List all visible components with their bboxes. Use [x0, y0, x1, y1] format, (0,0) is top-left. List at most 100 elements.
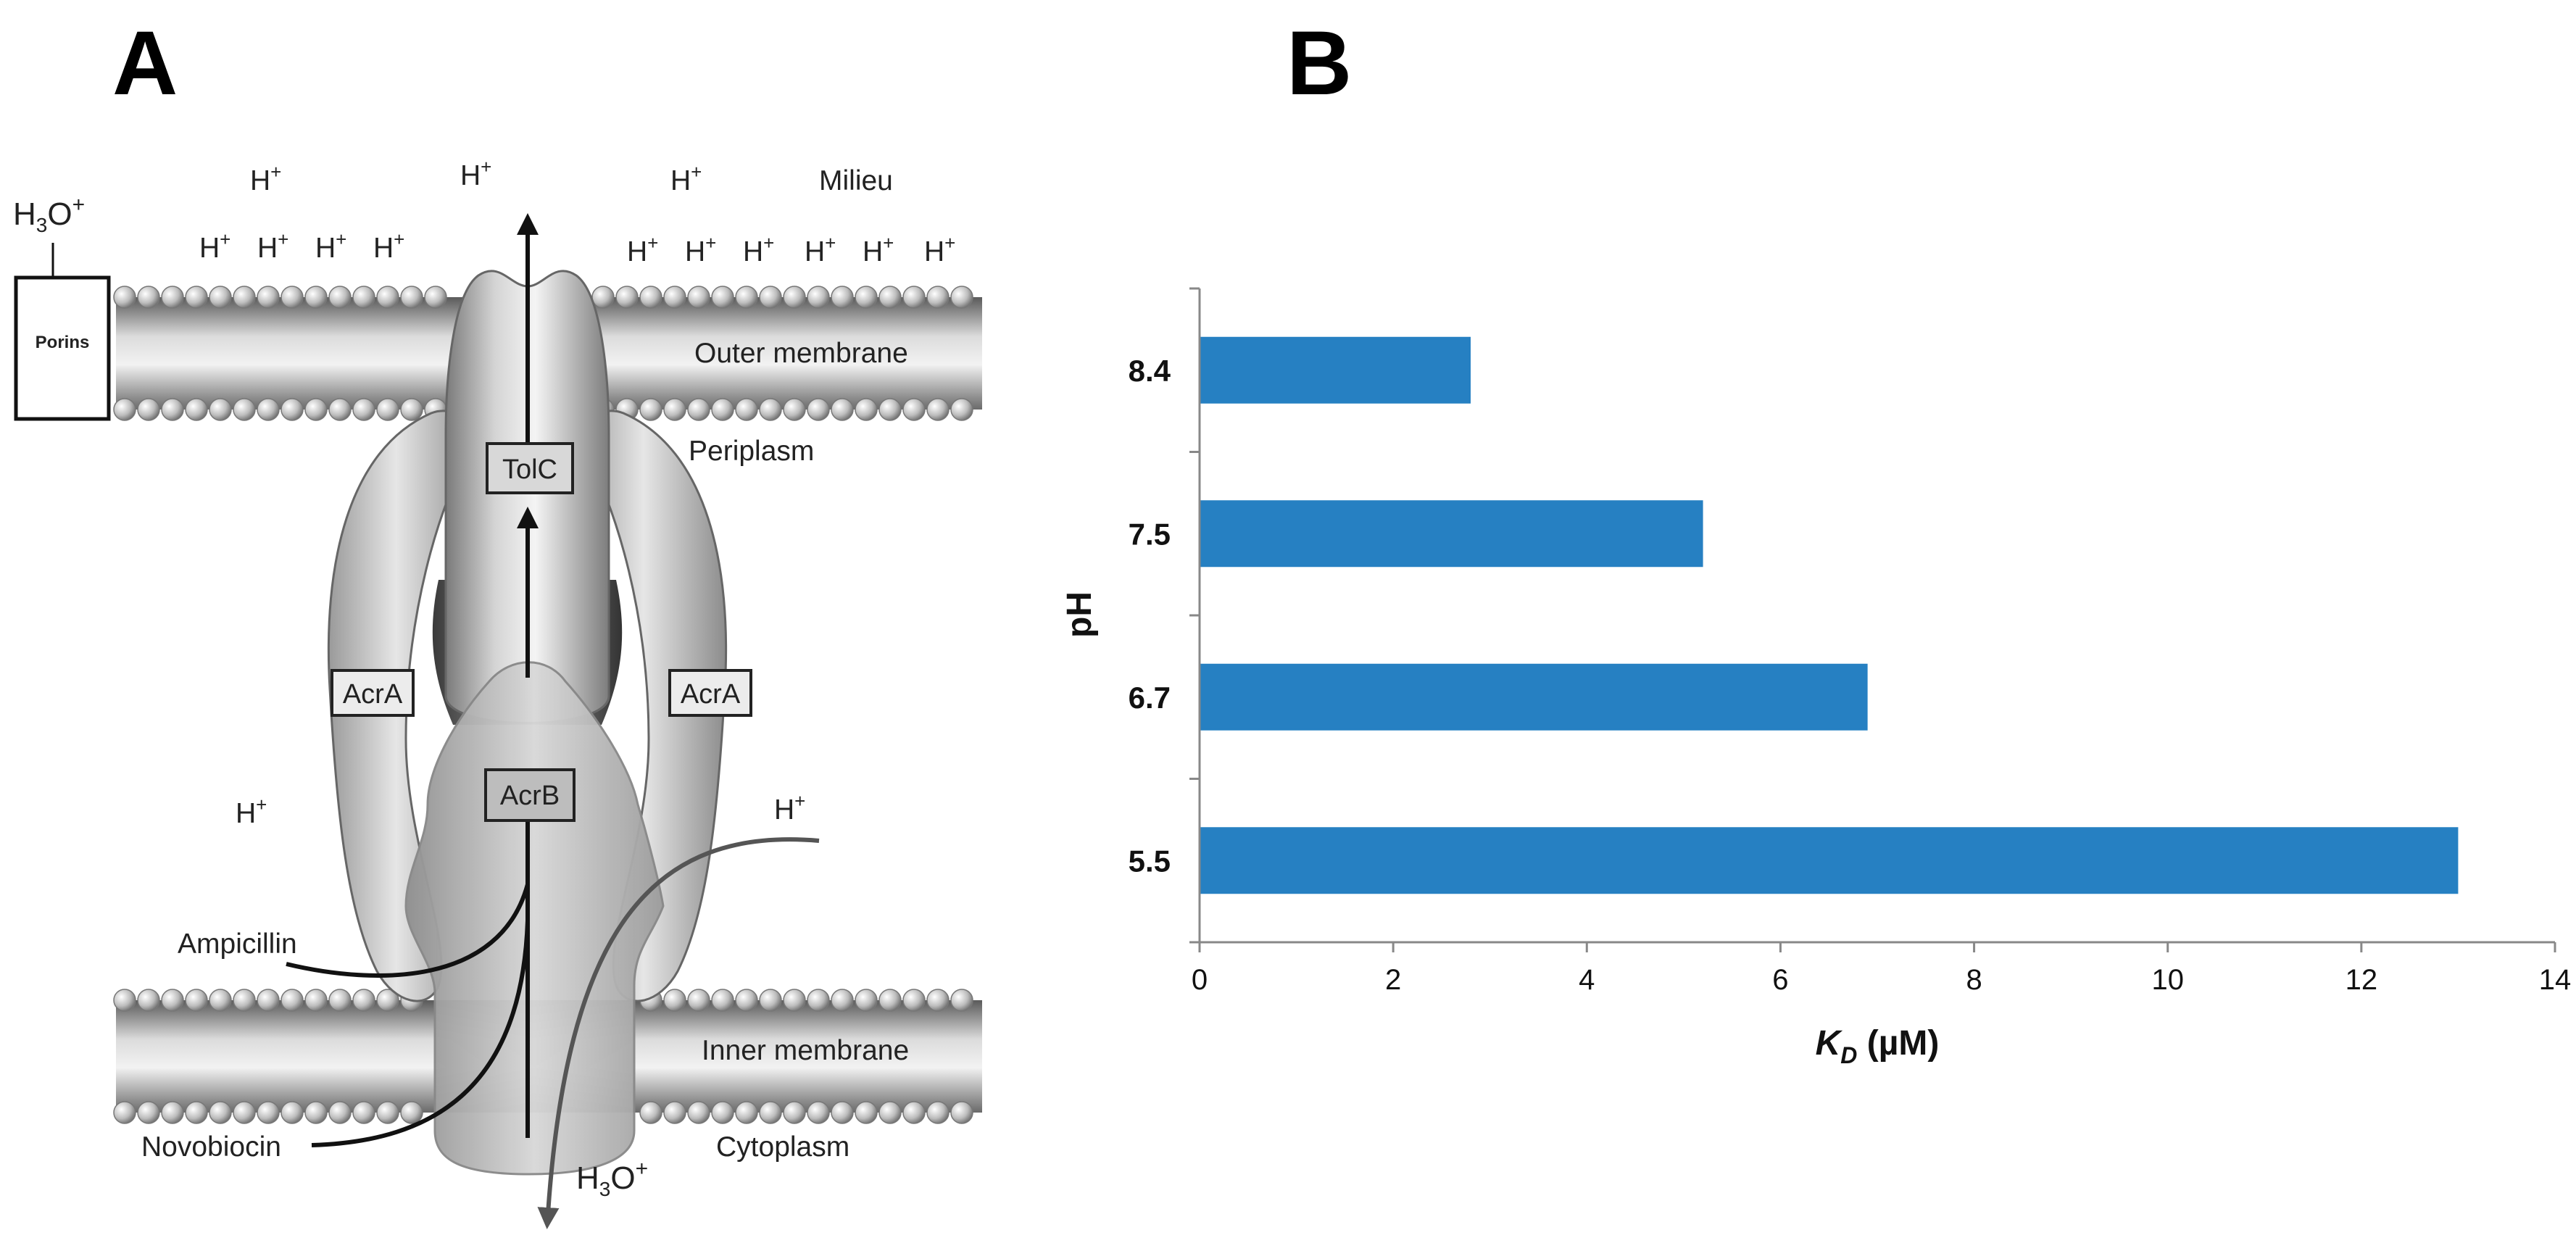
- proton-label: H+: [924, 232, 955, 267]
- porins-label: Porins: [36, 333, 90, 352]
- milieu-label: Milieu: [819, 165, 893, 196]
- lipid-head: [113, 1101, 136, 1124]
- bar-ph-8.4: [1200, 336, 1471, 404]
- lipid-head: [711, 398, 734, 421]
- lipid-head: [233, 286, 256, 309]
- lipid-head: [233, 1101, 256, 1124]
- lipid-head: [639, 398, 662, 421]
- lipid-head: [209, 398, 232, 421]
- lipid-head: [137, 286, 160, 309]
- lipid-head: [281, 1101, 304, 1124]
- lipid-head: [878, 1101, 902, 1124]
- lipid-head: [639, 286, 662, 309]
- lipid-head: [926, 286, 950, 309]
- lipid-head: [209, 989, 232, 1012]
- proton-label: H+: [863, 232, 894, 267]
- proton-label: H+: [315, 228, 346, 264]
- lipid-head: [855, 989, 878, 1012]
- panel-b-label: B: [1287, 13, 1352, 114]
- lipid-head: [902, 398, 926, 421]
- lipid-head: [257, 286, 280, 309]
- lipid-head: [902, 286, 926, 309]
- acra-left-label: AcrA: [343, 679, 403, 710]
- lipid-head: [257, 989, 280, 1012]
- lipid-head: [711, 1101, 734, 1124]
- lipid-head: [663, 398, 686, 421]
- lipid-head: [902, 1101, 926, 1124]
- lipid-head: [687, 286, 710, 309]
- x-tick-label: 2: [1385, 964, 1401, 996]
- lipid-head: [376, 398, 399, 421]
- panel-a-label: A: [112, 13, 178, 114]
- acrb-label: AcrB: [500, 781, 560, 811]
- bar-ph-6.7: [1200, 663, 1868, 731]
- acra-left-box: [331, 669, 415, 717]
- ampicillin-label: Ampicillin: [178, 928, 297, 960]
- lipid-head: [352, 1101, 375, 1124]
- lipid-head: [352, 286, 375, 309]
- lipid-head: [328, 989, 352, 1012]
- lipid-head: [281, 398, 304, 421]
- lipid-head: [663, 286, 686, 309]
- lipid-head: [328, 398, 352, 421]
- lipid-head: [855, 1101, 878, 1124]
- lipid-head: [400, 1101, 423, 1124]
- lipid-head: [233, 398, 256, 421]
- x-tick-label: 8: [1966, 964, 1982, 996]
- lipid-head: [855, 286, 878, 309]
- bar-ph-5.5: [1200, 827, 2459, 894]
- lipid-head: [878, 398, 902, 421]
- x-axis-title: KD (µM): [1816, 1024, 1940, 1068]
- lipid-head: [687, 398, 710, 421]
- lipid-head: [783, 989, 806, 1012]
- lipid-head: [257, 1101, 280, 1124]
- lipid-head: [400, 398, 423, 421]
- x-tick-label: 6: [1772, 964, 1788, 996]
- acra-right-label: AcrA: [681, 679, 741, 710]
- proton-label: H+: [373, 228, 404, 264]
- lipid-head: [113, 398, 136, 421]
- lipid-head: [161, 989, 184, 1012]
- ampicillin-path: [286, 884, 530, 978]
- lipid-head: [687, 989, 710, 1012]
- y-tick-label: 6.7: [1129, 681, 1171, 715]
- proton-label: H+: [460, 156, 491, 191]
- lipid-head: [328, 1101, 352, 1124]
- lipid-head: [161, 286, 184, 309]
- proton-label: H+: [743, 232, 774, 267]
- lipid-head: [328, 286, 352, 309]
- lipid-head: [663, 1101, 686, 1124]
- lipid-head: [759, 1101, 782, 1124]
- lipid-head: [281, 989, 304, 1012]
- lipid-head: [831, 398, 854, 421]
- lipid-head: [113, 286, 136, 309]
- lipid-head: [185, 398, 208, 421]
- y-tick-label: 8.4: [1129, 354, 1171, 388]
- lipid-head: [591, 286, 615, 309]
- porins-box: [14, 275, 111, 421]
- lipid-head: [783, 398, 806, 421]
- lipid-head: [759, 286, 782, 309]
- tolc-box: [486, 442, 574, 494]
- lipid-head: [926, 989, 950, 1012]
- h3o-bottom-label: H3O+: [576, 1157, 648, 1200]
- lipid-head: [137, 989, 160, 1012]
- proton-label: H+: [250, 161, 281, 196]
- lipid-head: [400, 286, 423, 309]
- lipid-head: [137, 398, 160, 421]
- acrb-shape: [404, 661, 665, 1176]
- lipid-head: [807, 989, 830, 1012]
- lipid-head: [831, 1101, 854, 1124]
- outer-membrane-label: Outer membrane: [694, 338, 908, 369]
- lipid-head: [926, 1101, 950, 1124]
- inner-membrane-label: Inner membrane: [702, 1035, 909, 1066]
- acra-right-box: [668, 669, 752, 717]
- proton-label: H+: [805, 232, 836, 267]
- lipid-head: [185, 989, 208, 1012]
- lipid-head: [711, 286, 734, 309]
- lipid-head: [304, 989, 328, 1012]
- panel-a-diagram: A Porins: [13, 13, 982, 1229]
- lipid-head: [376, 1101, 399, 1124]
